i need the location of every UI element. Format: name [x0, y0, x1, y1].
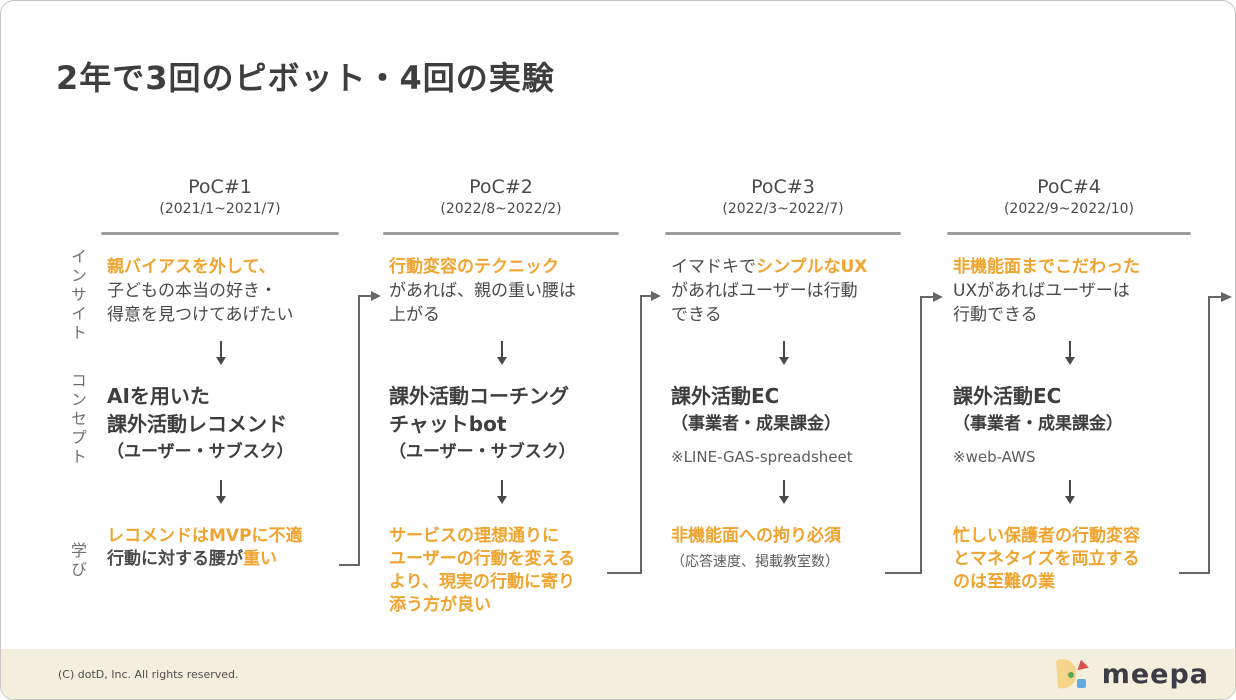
poc-title: PoC#1 [188, 176, 252, 198]
concept-block: 課外活動EC （事業者・成果課金） ※LINE-GAS-spreadsheet [671, 382, 903, 469]
insight-block: 親バイアスを外して、 子どもの本当の好き・ 得意を見つけてあげたい [107, 255, 341, 327]
arrowhead-icon [651, 291, 661, 301]
poc-column-3: PoC#3 (2022/3~2022/7) イマドキでシンプルなUX があればユ… [663, 176, 903, 636]
insight-highlight: 親バイアスを外して、 [107, 257, 276, 277]
learning-highlight: サービスの理想通りに ユーザーの行動を変える より、現実の行動に寄り 添う方が良… [389, 526, 576, 615]
copyright-text: (C) dotD, Inc. All rights reserved. [58, 667, 239, 681]
poc-title: PoC#2 [469, 176, 533, 198]
poc-column-2: PoC#2 (2022/8~2022/2) 行動変容のテクニック があれば、親の… [381, 176, 621, 636]
down-arrow-icon [497, 480, 507, 504]
poc-column-4: PoC#4 (2022/9~2022/10) 非機能面までこだわった UXがあれ… [945, 176, 1193, 636]
column-underline [665, 232, 901, 235]
insight-plain-before: イマドキで [671, 257, 756, 277]
insight-highlight: 行動変容のテクニック [389, 257, 559, 277]
learning-block: レコメンドはMVPに不適 行動に対する腰が重い [107, 525, 341, 574]
concept-sub: （事業者・成果課金） [671, 414, 841, 434]
logo-triangle-shape [1077, 659, 1091, 674]
insight-plain-after: があれば、親の重い腰は 上がる [389, 281, 576, 325]
concept-title: 課外活動コーチング チャットbot [389, 384, 569, 436]
insight-block: 行動変容のテクニック があれば、親の重い腰は 上がる [389, 255, 621, 327]
concept-title: AIを用いた 課外活動レコメンド [107, 384, 287, 436]
brand-name: meepa [1101, 658, 1209, 690]
learning-highlight: レコメンドはMVPに不適 [107, 526, 303, 546]
arrowhead-icon [371, 291, 381, 301]
concept-title: 課外活動EC [953, 384, 1062, 408]
concept-block: 課外活動EC （事業者・成果課金） ※web-AWS [953, 382, 1193, 469]
down-arrow-icon [216, 341, 226, 365]
row-label-learning: 学び [68, 542, 87, 580]
arrowhead-icon [1221, 292, 1232, 302]
learning-highlight-2: 重い [243, 549, 277, 569]
insight-block: イマドキでシンプルなUX があればユーザーは行動 できる [671, 255, 903, 327]
page-title: 2年で3回のピボット・4回の実験 [56, 59, 555, 97]
column-underline [383, 232, 619, 235]
down-arrow-icon [497, 341, 507, 365]
down-arrow-icon [779, 341, 789, 365]
logo-square-shape [1076, 679, 1086, 688]
learning-block: サービスの理想通りに ユーザーの行動を変える より、現実の行動に寄り 添う方が良… [389, 525, 621, 620]
concept-block: 課外活動コーチング チャットbot （ユーザー・サブスク） [389, 382, 621, 473]
learning-block: 忙しい保護者の行動変容 とマネタイズを両立する のは至難の業 [953, 525, 1193, 597]
row-label-insight: インサイト [68, 248, 87, 343]
down-arrow-icon [216, 480, 226, 504]
logo-dot-shape [1067, 672, 1074, 678]
row-label-concept: コンセプト [68, 372, 87, 467]
concept-block: AIを用いた 課外活動レコメンド （ユーザー・サブスク） [107, 382, 341, 473]
footer: (C) dotD, Inc. All rights reserved. meep… [1, 649, 1235, 699]
brand-logo: meepa [1055, 658, 1209, 690]
poc-period: (2022/9~2022/10) [1003, 201, 1135, 217]
concept-sub: （事業者・成果課金） [953, 414, 1123, 434]
poc-column-1: PoC#1 (2021/1~2021/7) 親バイアスを外して、 子どもの本当の… [99, 176, 341, 636]
learning-highlight: 忙しい保護者の行動変容 とマネタイズを両立する のは至難の業 [953, 526, 1140, 592]
poc-title: PoC#3 [751, 176, 815, 198]
insight-plain-after: 子どもの本当の好き・ 得意を見つけてあげたい [107, 281, 294, 325]
concept-note: ※LINE-GAS-spreadsheet [671, 448, 853, 466]
concept-title: 課外活動EC [671, 384, 780, 408]
down-arrow-icon [1065, 480, 1075, 504]
connector-arrow-1 [339, 295, 371, 566]
concept-note: ※web-AWS [953, 448, 1036, 466]
column-underline [947, 232, 1191, 235]
insight-highlight: 非機能面までこだわった [953, 257, 1140, 277]
down-arrow-icon [779, 480, 789, 504]
poc-period: (2021/1~2021/7) [159, 201, 281, 217]
poc-period: (2022/3~2022/7) [722, 201, 844, 217]
learning-plain: 行動に対する腰が [107, 549, 243, 569]
column-underline [101, 232, 339, 235]
learning-block: 非機能面への拘り必須 （応答速度、掲載教室数） [671, 525, 903, 574]
insight-plain-after: UXがあればユーザーは 行動できる [953, 281, 1130, 325]
insight-block: 非機能面までこだわった UXがあればユーザーは 行動できる [953, 255, 1193, 327]
arrowhead-icon [933, 292, 943, 302]
insight-highlight: シンプルなUX [756, 257, 868, 277]
learning-highlight: 非機能面への拘り必須 [671, 526, 841, 546]
poc-period: (2022/8~2022/2) [440, 201, 562, 217]
concept-sub: （ユーザー・サブスク） [389, 442, 576, 462]
down-arrow-icon [1065, 341, 1075, 365]
insight-plain-after: があればユーザーは行動 できる [671, 281, 858, 325]
poc-title: PoC#4 [1037, 176, 1101, 198]
concept-sub: （ユーザー・サブスク） [107, 442, 294, 462]
learning-note: （応答速度、掲載教室数） [671, 554, 839, 570]
meepa-logo-icon [1055, 658, 1093, 690]
